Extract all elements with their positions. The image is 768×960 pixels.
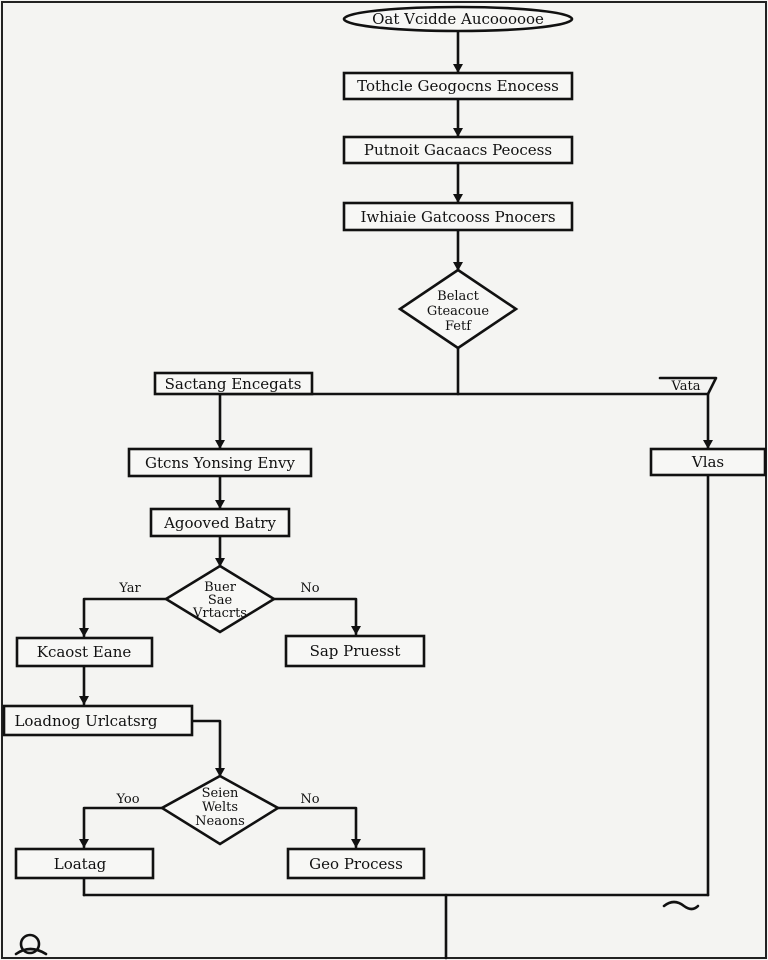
decision-2-line-1: Buer [204, 580, 237, 595]
start-ellipse [342, 5, 574, 33]
decision-1-line-3: Fetf [445, 319, 472, 334]
process-box-9-label: Loatag [54, 855, 107, 873]
right-box: Vlas [649, 447, 767, 477]
process-box-8: Loadnog Urlcatsrg [2, 704, 194, 737]
right-branch-label: Vata [658, 376, 718, 396]
process-box-8-shape [2, 704, 194, 737]
corner-doodle-right [662, 900, 700, 911]
left-branch-label-shape [153, 371, 314, 396]
process-box-5-label: Agooved Batry [163, 514, 276, 532]
process-box-7: Sap Pruesst [284, 634, 426, 668]
decision-1-diamond [397, 268, 519, 350]
decision-2: Buer Sae Vrtacrts Yar No [118, 564, 320, 634]
decision-2-line-3: Vrtacrts [192, 606, 247, 621]
decision-1: Belact Gteacoue Fetf [397, 268, 519, 350]
process-box-6-label: Kcaost Eane [37, 643, 132, 661]
decision-2-yes-label: Yar [118, 581, 141, 596]
right-box-label: Vlas [691, 453, 724, 471]
process-box-4-label: Gtcns Yonsing Envy [145, 454, 295, 472]
process-box-4: Gtcns Yonsing Envy [127, 447, 313, 478]
right-box-shape [649, 447, 767, 477]
process-box-4-shape [127, 447, 313, 478]
process-box-2-shape [342, 135, 574, 165]
arrow-d3-yes [79, 806, 164, 849]
process-box-5-shape [149, 507, 291, 538]
decision-3-no-label: No [300, 792, 319, 807]
process-box-6: Kcaost Eane [15, 636, 154, 668]
doodle-right-curve [662, 900, 700, 911]
process-box-7-shape [284, 634, 426, 668]
right-branch-label-text: Vata [671, 379, 701, 394]
right-branch-label-tab [658, 376, 718, 396]
process-box-3: Iwhiaie Gatcooss Pnocers [342, 201, 574, 232]
left-branch-label-text: Sactang Encegats [165, 375, 302, 393]
process-box-5: Agooved Batry [149, 507, 291, 538]
process-box-3-shape [342, 201, 574, 232]
corner-doodle-left [14, 933, 48, 956]
decision-2-line-2: Sae [208, 593, 233, 608]
process-box-2-label: Putnoit Gacaacs Peocess [364, 141, 552, 159]
decision-2-no-label: No [300, 581, 319, 596]
arrow-d3-no [276, 806, 361, 849]
process-box-8-label: Loadnog Urlcatsrg [14, 712, 157, 730]
process-box-7-label: Sap Pruesst [310, 642, 401, 660]
arrow-p8-to-d3 [190, 719, 225, 778]
process-box-9: Loatag [14, 847, 155, 880]
process-box-1-shape [342, 71, 574, 101]
doodle-left-curve [14, 947, 48, 956]
left-branch-label: Sactang Encegats [153, 371, 314, 396]
decision-1-line-1: Belact [437, 289, 479, 304]
process-box-6-shape [15, 636, 154, 668]
process-box-10: Geo Process [286, 847, 426, 880]
decision-3-diamond [159, 774, 281, 846]
connectors [79, 28, 713, 960]
decision-3-yes-label: Yoo [115, 792, 139, 807]
process-box-1: Tothcle Geogocns Enocess [342, 71, 574, 101]
decision-2-diamond [163, 564, 277, 634]
start-node: Oat Vcidde Aucoooooe [342, 5, 574, 33]
doodle-left-circle [19, 933, 41, 955]
process-box-10-label: Geo Process [309, 855, 403, 873]
process-box-3-label: Iwhiaie Gatcooss Pnocers [360, 208, 555, 226]
process-box-2: Putnoit Gacaacs Peocess [342, 135, 574, 165]
start-label: Oat Vcidde Aucoooooe [372, 10, 544, 28]
process-box-1-label: Tothcle Geogocns Enocess [357, 77, 559, 95]
decision-1-line-2: Gteacoue [427, 304, 490, 319]
decision-3: Seien Welts Neaons Yoo No [115, 774, 320, 846]
arrow-d2-no [272, 597, 361, 636]
decision-3-line-1: Seien [202, 786, 239, 801]
process-box-9-shape [14, 847, 155, 880]
decision-3-line-2: Welts [202, 800, 238, 815]
arrow-d2-yes [79, 597, 168, 638]
decision-3-line-3: Neaons [195, 814, 245, 829]
process-box-10-shape [286, 847, 426, 880]
